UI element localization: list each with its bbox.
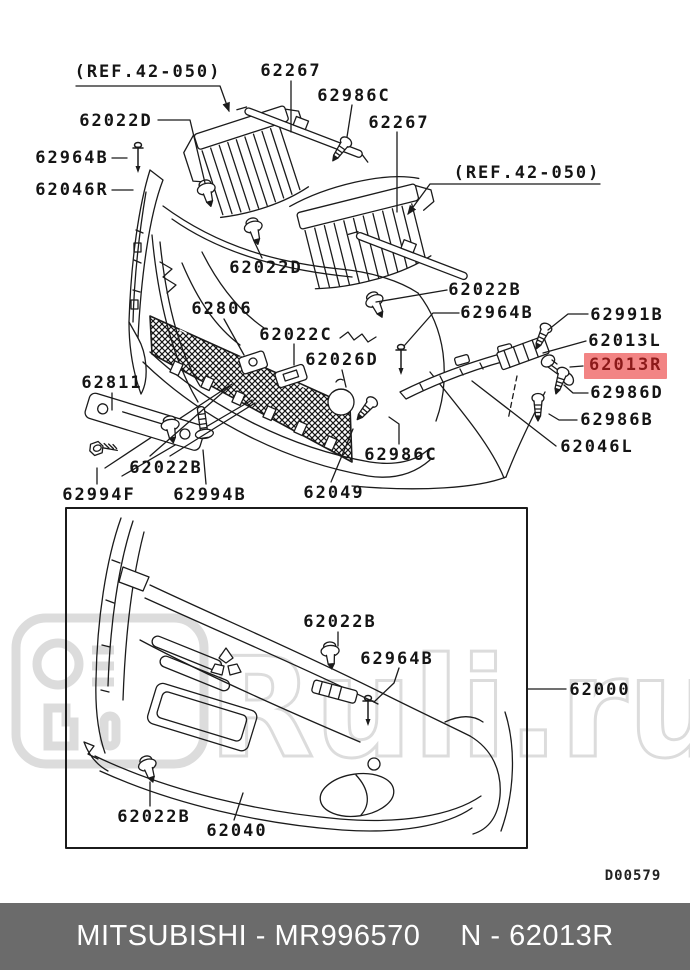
part-label-ref-right: (REF.42-050) xyxy=(453,163,601,183)
license-bracket-62811 xyxy=(84,392,206,451)
moulding-bar-lower xyxy=(347,230,468,281)
part-label-62022B-box-lower: 62022B xyxy=(117,807,191,827)
part-label-62994B: 62994B xyxy=(173,485,247,505)
pin-icon xyxy=(395,343,407,376)
part-label-62026D: 62026D xyxy=(305,350,379,370)
screw-icon xyxy=(351,394,381,425)
footer-part-ref: N - 62013R xyxy=(460,920,614,952)
part-label-62994F: 62994F xyxy=(62,485,136,505)
rivet-icon xyxy=(135,752,163,786)
moulding-bar-upper xyxy=(236,106,369,163)
part-label-62986D: 62986D xyxy=(590,383,664,403)
footer-bar: MITSUBISHI - MR996570 N - 62013R xyxy=(0,903,690,970)
pin-icon xyxy=(132,141,144,174)
part-label-62964B-right: 62964B xyxy=(460,303,534,323)
part-label-62046R: 62046R xyxy=(35,180,109,200)
mitsubishi-emblem xyxy=(210,647,242,676)
part-label-62022B-lower-left: 62022B xyxy=(129,458,203,478)
watermark-text: Ruli.ru xyxy=(208,628,690,789)
leader-lines xyxy=(75,80,601,485)
rivet-icon xyxy=(361,288,391,322)
part-label-62013R-highlighted: 62013R xyxy=(584,353,668,379)
part-label-62040: 62040 xyxy=(206,821,268,841)
part-label-62986B: 62986B xyxy=(580,410,654,430)
part-label-62811: 62811 xyxy=(81,373,143,393)
grille-right xyxy=(289,176,435,290)
part-label-62022B-box-upper: 62022B xyxy=(303,612,377,632)
footer-brand-part: MITSUBISHI - MR996570 xyxy=(76,920,421,952)
part-label-62267-second: 62267 xyxy=(368,113,430,133)
part-label-62986C-lower: 62986C xyxy=(364,445,438,465)
part-label-62806: 62806 xyxy=(191,299,253,319)
watermark: Ruli.ru xyxy=(11,613,690,791)
part-label-62267-top: 62267 xyxy=(260,61,322,81)
center-line xyxy=(507,375,518,421)
part-label-ref-top-left: (REF.42-050) xyxy=(74,62,222,82)
diagram-code: D00579 xyxy=(604,868,662,884)
screw-icon xyxy=(531,392,545,422)
part-label-62049: 62049 xyxy=(303,483,365,503)
parts-diagram-artwork: Ruli.ru xyxy=(11,80,690,849)
leader-lines-box xyxy=(149,631,567,821)
part-label-62013L: 62013L xyxy=(588,331,662,351)
front-bumper-assembled-view xyxy=(83,517,514,835)
part-label-62991B: 62991B xyxy=(590,305,664,325)
part-label-62022D-mid: 62022D xyxy=(229,258,303,278)
part-label-62964B-box: 62964B xyxy=(360,649,434,669)
part-label-62046L: 62046L xyxy=(560,437,634,457)
bracket-62806 xyxy=(238,350,269,375)
part-label-62000: 62000 xyxy=(569,680,631,700)
bolt-icon xyxy=(87,435,118,460)
part-label-62964B-left: 62964B xyxy=(35,148,109,168)
part-label-62022B-upper-right: 62022B xyxy=(448,280,522,300)
part-label-62986C-top: 62986C xyxy=(317,86,391,106)
part-label-62022D-left: 62022D xyxy=(79,111,153,131)
watermark-logo-box xyxy=(11,613,209,769)
bracket-62022C xyxy=(274,363,308,389)
diagram-box-frame xyxy=(65,507,528,849)
part-label-62022C: 62022C xyxy=(259,325,333,345)
bezel-62026D xyxy=(327,378,355,416)
